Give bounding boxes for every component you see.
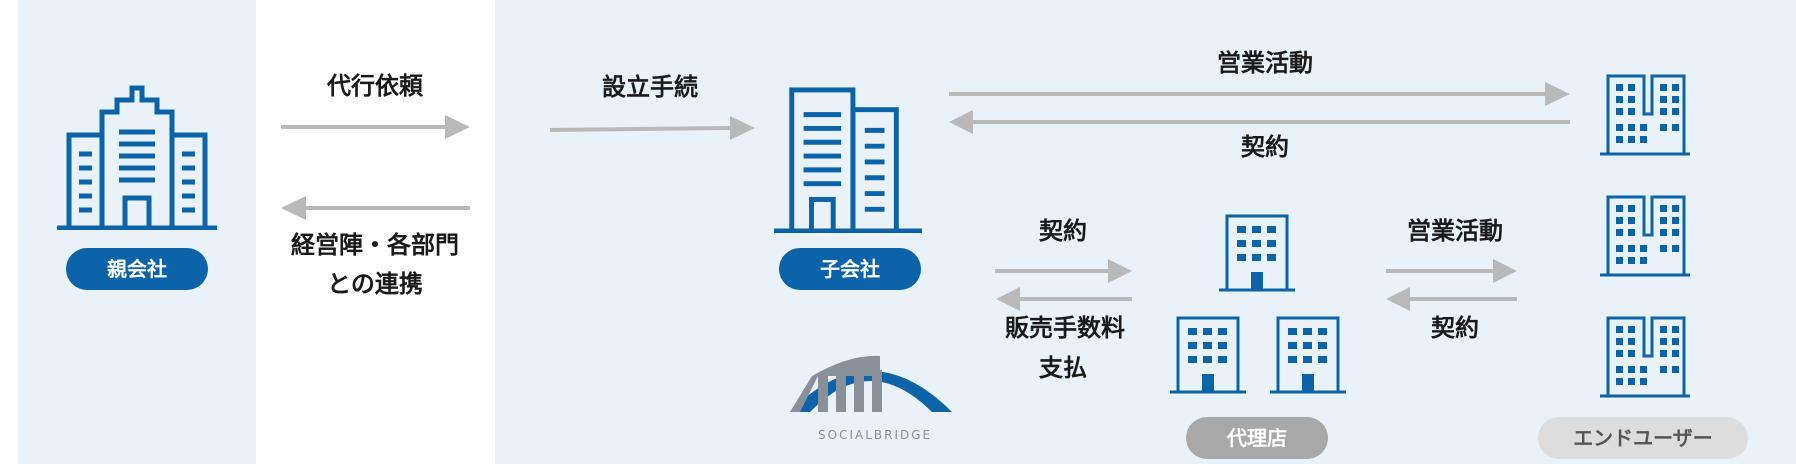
main-panel — [495, 0, 1796, 464]
entity-agency-badge: 代理店 — [1186, 417, 1328, 459]
agency-building-icon-right — [1268, 316, 1348, 394]
label-cooperation-line2: との連携 — [327, 270, 423, 298]
logo-text: SOCIALBRIDGE — [818, 428, 933, 442]
label-contract-mid: 契約 — [1039, 217, 1087, 245]
label-request: 代行依頼 — [327, 72, 423, 100]
socialbridge-logo-icon — [790, 355, 952, 412]
label-commission-line2: 支払 — [1039, 354, 1087, 382]
end-user-building-icon-3 — [1598, 316, 1692, 398]
end-user-building-icon-1 — [1598, 74, 1692, 156]
agency-building-icon-top — [1217, 214, 1297, 292]
label-sales-right: 営業活動 — [1407, 217, 1503, 245]
arrow-setup — [549, 126, 731, 132]
parent-building-icon — [57, 88, 217, 230]
label-cooperation-line1: 経営陣・各部門 — [291, 231, 459, 259]
entity-end-user-badge: エンドユーザー — [1538, 417, 1748, 459]
label-setup: 設立手続 — [602, 73, 698, 101]
label-contract-right: 契約 — [1431, 314, 1479, 342]
parent-panel — [18, 0, 256, 464]
end-user-building-icon-2 — [1598, 195, 1692, 277]
label-commission-line1: 販売手数料 — [1005, 314, 1125, 342]
label-contract-top: 契約 — [1241, 133, 1289, 161]
entity-parent-badge: 親会社 — [66, 248, 208, 290]
subsidiary-building-icon — [774, 90, 922, 233]
entity-subsidiary-badge: 子会社 — [779, 248, 921, 290]
agency-building-icon-left — [1168, 316, 1248, 394]
label-sales-top: 営業活動 — [1217, 49, 1313, 77]
